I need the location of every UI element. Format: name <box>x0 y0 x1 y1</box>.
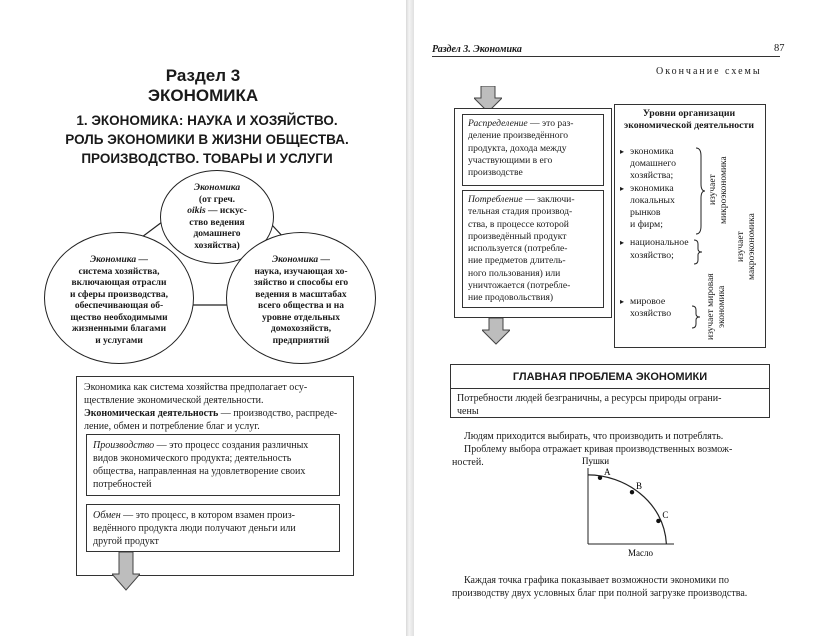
point-a <box>597 475 603 480</box>
down-arrow-icon <box>112 552 140 591</box>
levels-box <box>614 104 766 348</box>
ppf-chart: Пушки A B C Масло <box>582 456 674 558</box>
x-axis-label: Масло <box>628 548 653 558</box>
world-economy-label: изучает мировая экономика <box>706 273 727 341</box>
circle-economy-as-science: Экономика — наука, изучающая хо- зяйство… <box>226 232 376 364</box>
levels-title: Уровни организации экономической деятель… <box>624 108 754 131</box>
y-axis-label: Пушки <box>582 456 609 466</box>
ppf-curve <box>587 474 667 545</box>
main-problem-text: Потребности людей безграничны, а ресурсы… <box>457 393 722 417</box>
macro-label: изучает макроэкономика <box>736 213 757 281</box>
main-problem-title: ГЛАВНАЯ ПРОБЛЕМА ЭКОНОМИКИ <box>512 371 708 383</box>
left-page: Раздел 3 ЭКОНОМИКА 1. ЭКОНОМИКА: НАУКА И… <box>0 0 406 636</box>
running-head: Раздел 3. Экономика <box>432 44 522 55</box>
list-item: ▸ мировое хозяйство <box>620 295 672 320</box>
main-problem-box: ГЛАВНАЯ ПРОБЛЕМА ЭКОНОМИКИ Потребности л… <box>450 364 770 418</box>
schema-ending-label: Окончание схемы <box>656 66 762 77</box>
circle-economy-definition: Экономика (от греч. oikis — искус- ство … <box>160 170 274 264</box>
chart-explanation-paragraph: Каждая точка графика показывает возможно… <box>452 575 748 599</box>
bullet-triangle-icon: ▸ <box>620 296 625 306</box>
levels-list: ▸ экономика домашнего хозяйства; ▸ эконо… <box>620 146 700 320</box>
economic-activity-text: Экономика как система хозяйства предпола… <box>84 382 338 432</box>
brace-icon <box>693 239 703 265</box>
point-label-b: B <box>636 481 642 491</box>
exchange-box: Обмен — это процесс, в котором взамен пр… <box>86 504 340 552</box>
list-item: ▸ экономика домашнего хозяйства; <box>620 146 676 182</box>
section-title: Раздел 3 ЭКОНОМИКА <box>147 66 259 105</box>
book-gutter <box>406 0 414 636</box>
bullet-triangle-icon: ▸ <box>620 238 625 248</box>
point-label-a: A <box>604 467 611 477</box>
point-c <box>656 518 661 524</box>
list-item: ▸ экономика локальных рынков и фирм; <box>620 182 675 231</box>
point-label-c: C <box>662 510 668 520</box>
bullet-triangle-icon: ▸ <box>620 147 625 156</box>
bullet-triangle-icon: ▸ <box>620 183 625 193</box>
page-number: 87 <box>774 43 785 54</box>
choice-paragraph: Людям приходится выбирать, что производи… <box>452 431 733 468</box>
header-rule <box>432 56 780 57</box>
circle-economy-as-system: Экономика — система хозяйства, включающа… <box>44 232 194 364</box>
down-arrow-icon <box>474 86 502 113</box>
production-box: Производство — это процесс создания разл… <box>86 434 340 496</box>
brace-icon <box>691 305 701 329</box>
consumption-box: Потребление — заключи- тельная стадия пр… <box>462 190 604 308</box>
point-b <box>629 489 635 495</box>
down-arrow-icon <box>482 318 510 345</box>
distribution-box: Распределение — это раз- деление произве… <box>462 114 604 186</box>
chapter-title: 1. ЭКОНОМИКА: НАУКА И ХОЗЯЙСТВО. РОЛЬ ЭК… <box>65 113 349 166</box>
brace-icon <box>695 147 706 235</box>
list-item: ▸ национальное хозяйство; <box>620 237 689 261</box>
micro-label: изучает микроэкономика <box>708 156 729 224</box>
right-page: Раздел 3. Экономика 87 Окончание схемы Р… <box>414 0 820 636</box>
